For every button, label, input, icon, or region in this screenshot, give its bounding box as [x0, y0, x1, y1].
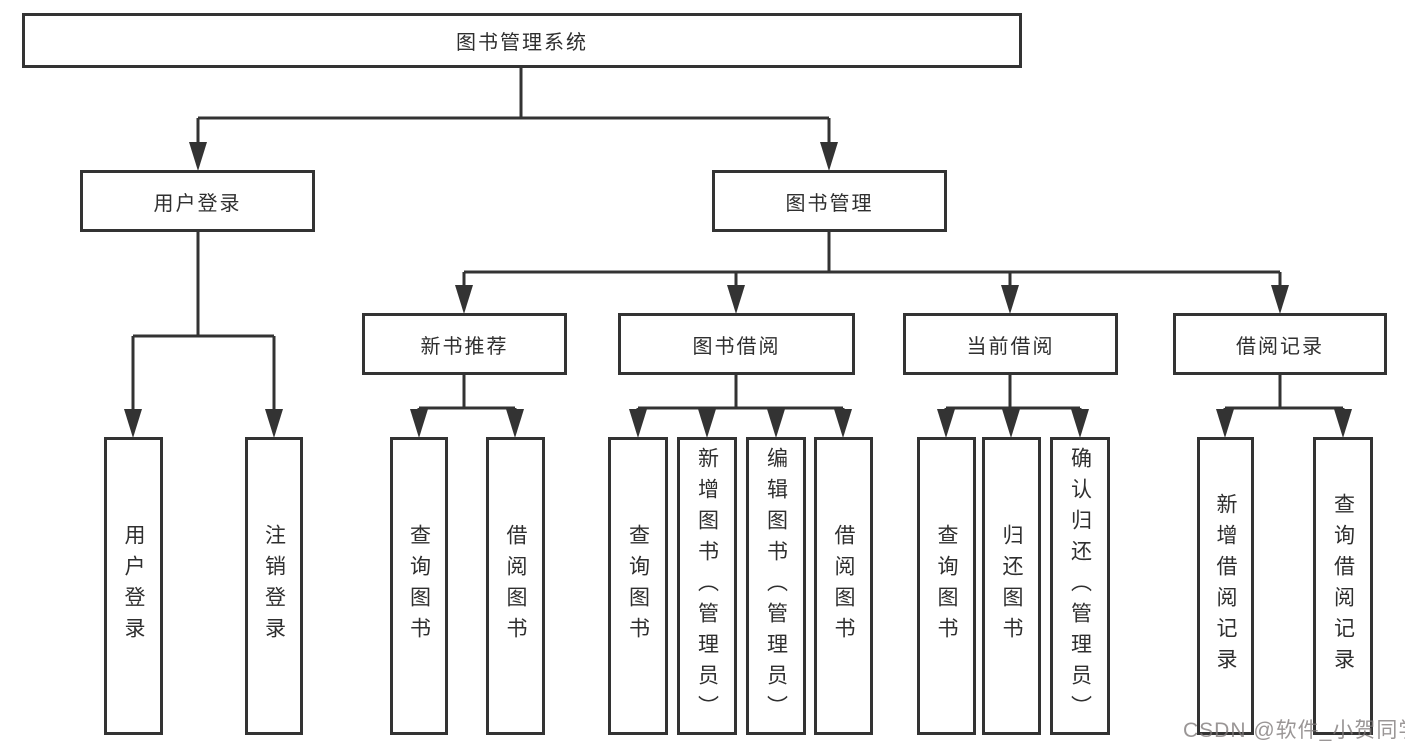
arrowheads [124, 142, 1352, 438]
node-borrow-books-2: 借阅图书 [814, 437, 873, 735]
node-user-login: 用户登录 [80, 170, 315, 232]
node-book-management: 图书管理 [712, 170, 947, 232]
node-user-login-leaf: 用户登录 [104, 437, 163, 735]
node-edit-books-admin: 编辑图书（管理员） [746, 437, 806, 735]
node-query-books-2: 查询图书 [608, 437, 668, 735]
node-add-books-admin: 新增图书（管理员） [677, 437, 737, 735]
node-new-book-recommend: 新书推荐 [362, 313, 567, 375]
node-root: 图书管理系统 [22, 13, 1022, 68]
node-return-books: 归还图书 [982, 437, 1041, 735]
node-confirm-return-admin: 确认归还（管理员） [1050, 437, 1110, 735]
node-logout: 注销登录 [245, 437, 303, 735]
node-borrowing-records: 借阅记录 [1173, 313, 1387, 375]
node-borrow-books-1: 借阅图书 [486, 437, 545, 735]
node-query-books-3: 查询图书 [917, 437, 976, 735]
node-query-books-1: 查询图书 [390, 437, 448, 735]
node-book-borrowing: 图书借阅 [618, 313, 855, 375]
node-query-borrow-record: 查询借阅记录 [1313, 437, 1373, 735]
node-current-borrowing: 当前借阅 [903, 313, 1118, 375]
csdn-watermark: CSDN @软件_小贺同学 [1183, 719, 1405, 742]
node-add-borrow-record: 新增借阅记录 [1197, 437, 1254, 735]
